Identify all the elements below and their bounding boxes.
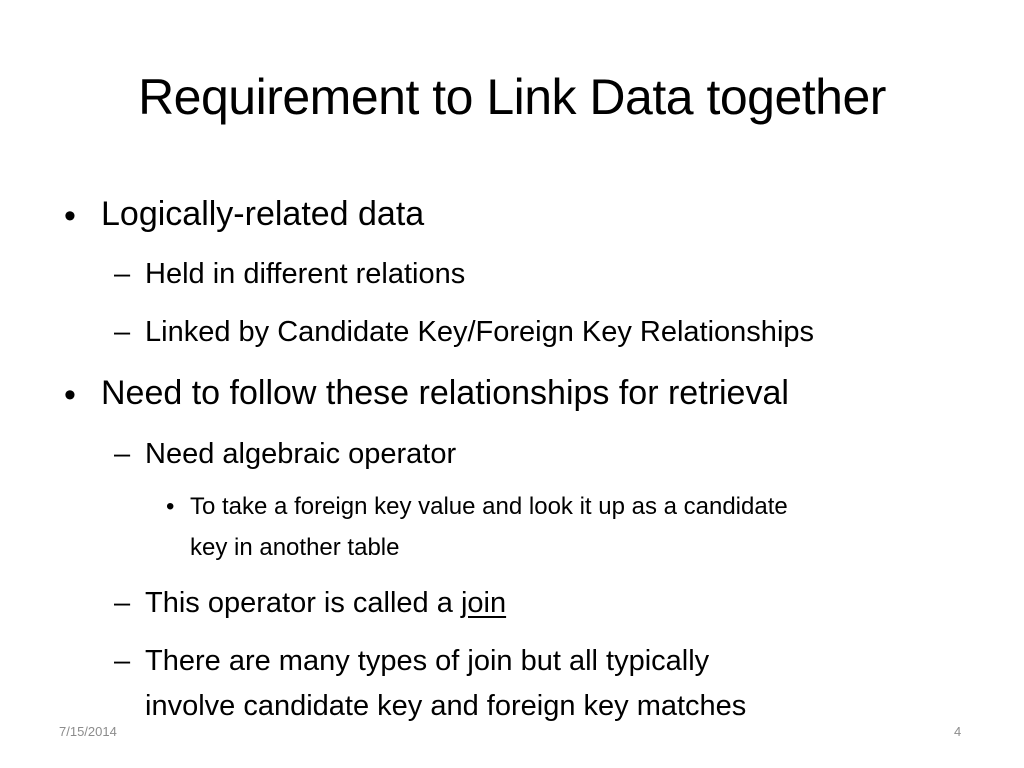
- sub-bullet-text: Held in different relations: [145, 258, 466, 290]
- sub-bullet-text: Need algebraic operator: [145, 438, 457, 470]
- bullet-text: Logically-related data: [101, 195, 425, 233]
- sub-bullet-marker: –: [114, 316, 131, 348]
- sub-bullet-marker: –: [114, 587, 131, 619]
- footer-date: 7/15/2014: [59, 724, 117, 739]
- join-term: join: [460, 587, 507, 619]
- sub-bullet-marker: –: [114, 438, 131, 470]
- slide-title: Requirement to Link Data together: [138, 69, 886, 125]
- bullet-text: Need to follow these relationships for r…: [101, 374, 789, 412]
- sub-bullet-text-line-2: involve candidate key and foreign key ma…: [145, 690, 747, 722]
- sub-sub-bullet-marker: •: [166, 493, 175, 520]
- bullet-marker: •: [64, 376, 76, 414]
- sub-sub-bullet-text-line-2: key in another table: [190, 534, 400, 561]
- sub-bullet-text-prefix: This operator is called a: [145, 587, 461, 619]
- bullet-marker: •: [64, 197, 76, 235]
- sub-bullet-text: This operator is called a join: [145, 585, 506, 621]
- sub-bullet-marker: –: [114, 645, 131, 677]
- footer-page-number: 4: [954, 724, 962, 739]
- sub-bullet-marker: –: [114, 258, 131, 290]
- sub-bullet-text-line-1: There are many types of join but all typ…: [145, 645, 710, 677]
- sub-bullet-text: Linked by Candidate Key/Foreign Key Rela…: [145, 316, 815, 348]
- sub-sub-bullet-text-line-1: To take a foreign key value and look it …: [190, 493, 788, 520]
